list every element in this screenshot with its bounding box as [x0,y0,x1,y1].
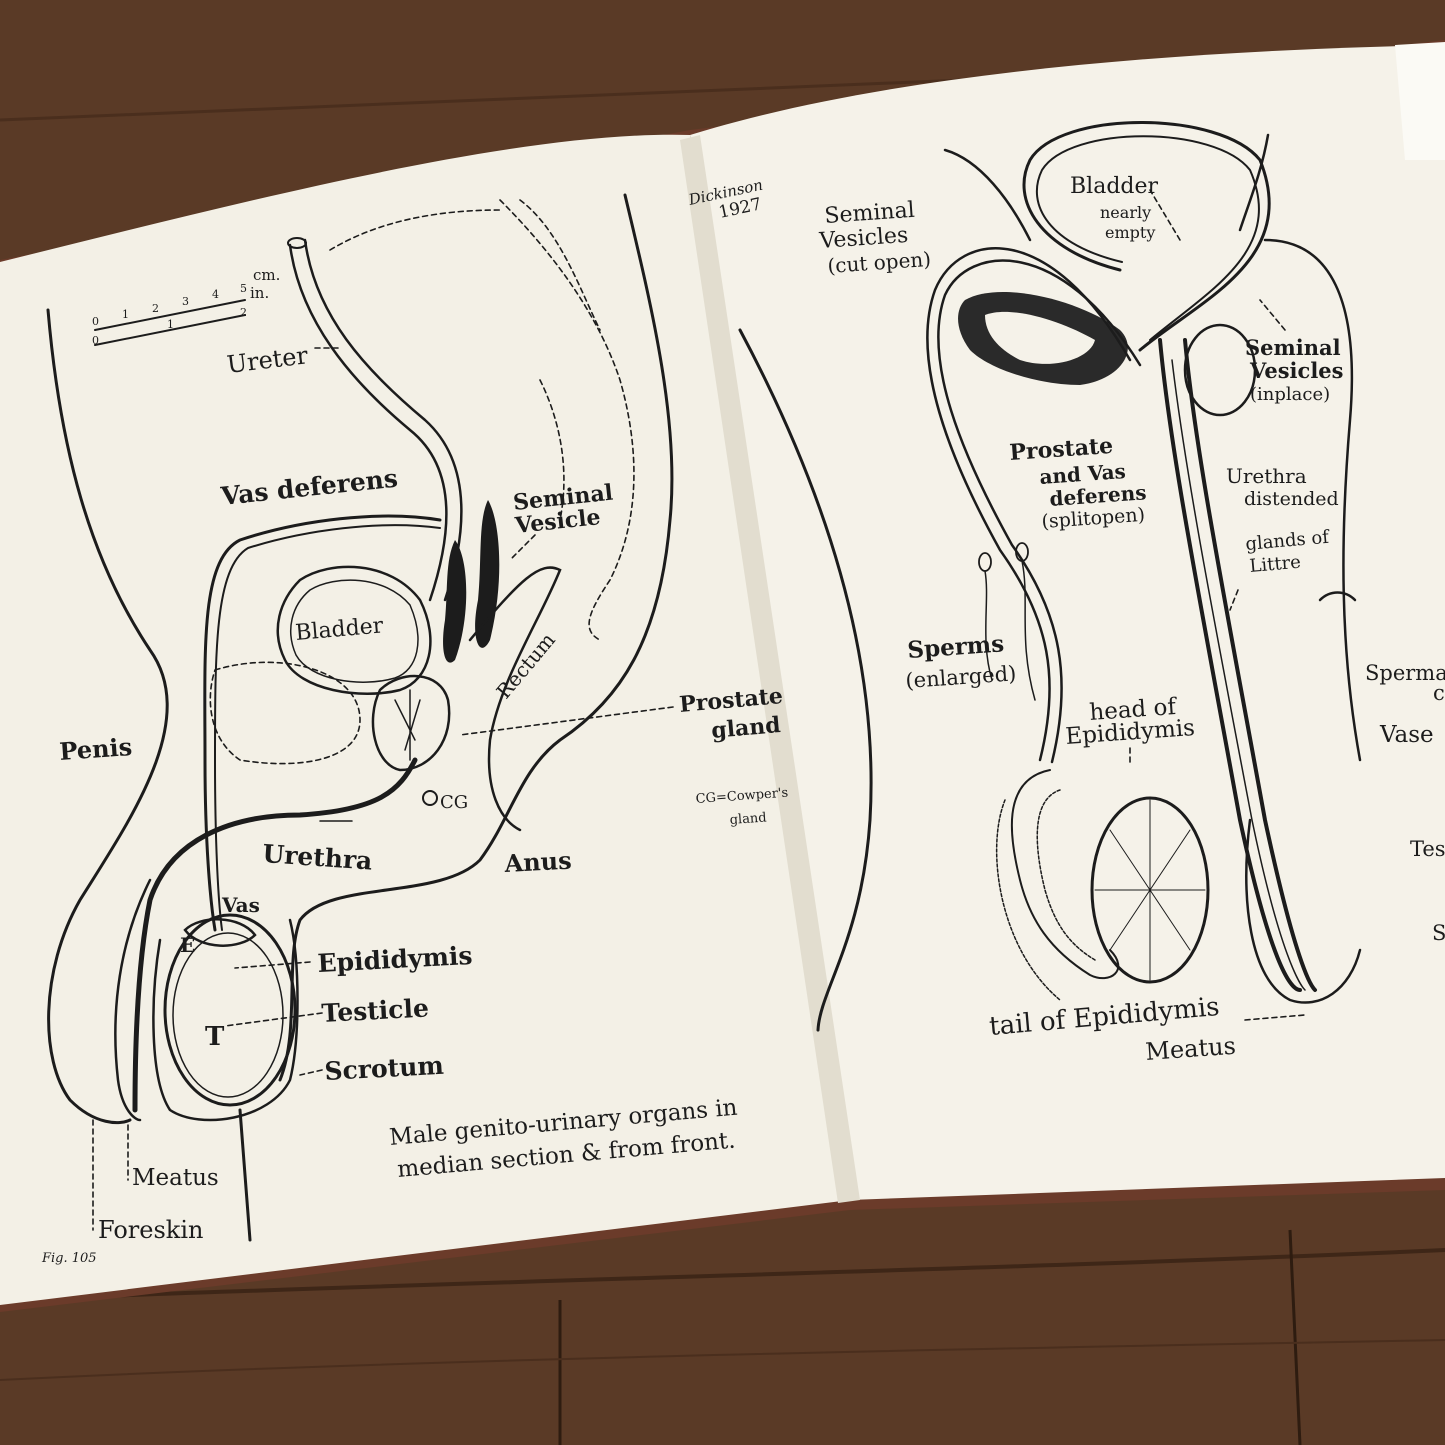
label-sperma-cut: Sperma [1365,661,1445,685]
label-urethra-right: Urethra [1226,464,1307,488]
scale-tick-3: 3 [182,295,189,308]
label-distended: distended [1244,488,1339,510]
right-page [690,45,1445,1200]
label-c-cut: c [1433,681,1445,705]
label-anus: Anus [503,846,572,879]
label-bladder-right: Bladder [1070,174,1159,199]
gutter-shadow [680,135,860,1203]
scale-in-tick-1: 1 [167,318,174,331]
label-sv-place-2: Vesicles [1249,358,1343,383]
scale-tick-0: 0 [92,315,99,328]
scale-cm-label: cm. [253,266,280,284]
cg-note-gland: gland [729,810,767,828]
left-diagram [46,193,674,1242]
label-littre: Littre [1249,552,1302,577]
label-nearly: nearly [1100,203,1151,222]
figure-number: Fig. 105 [41,1251,97,1266]
label-meatus: Meatus [132,1165,219,1191]
label-gland: gland [710,712,781,744]
label-tes-cut: Tes [1410,837,1445,861]
left-page [0,134,850,1306]
label-head-of: head of [1089,694,1179,726]
scale-tick-4: 4 [212,288,219,301]
label-e: E [180,933,195,957]
label-penis: Penis [58,732,133,766]
scale-in-tick-0: 0 [92,334,99,347]
scale-tick-5: 5 [240,282,247,295]
label-t: T [205,1022,225,1052]
label-foreskin: Foreskin [98,1216,203,1244]
label-s-cut: S [1432,921,1445,945]
sperm-cells [978,542,1036,701]
label-testicle: Testicle [321,993,430,1028]
cg-note: CG=Cowper's [695,786,788,807]
scale-tick-1: 1 [122,308,129,321]
scale-in-label: in. [250,284,269,302]
scale-tick-2: 2 [152,302,159,315]
label-cg: CG [440,792,468,813]
label-vas: Vas [221,893,260,917]
page-stack [1395,42,1445,160]
label-sv-place-1: Seminal [1245,335,1341,360]
label-empty: empty [1105,223,1155,242]
label-scrotum: Scrotum [324,1051,445,1086]
label-sv-place-3: (inplace) [1250,384,1330,405]
label-sperms: Sperms [907,630,1005,664]
label-vase-cut: Vase [1379,722,1434,748]
right-diagram [738,121,1362,1032]
scale-in-tick-2: 2 [240,306,247,319]
label-meatus-right: Meatus [1144,1032,1236,1066]
